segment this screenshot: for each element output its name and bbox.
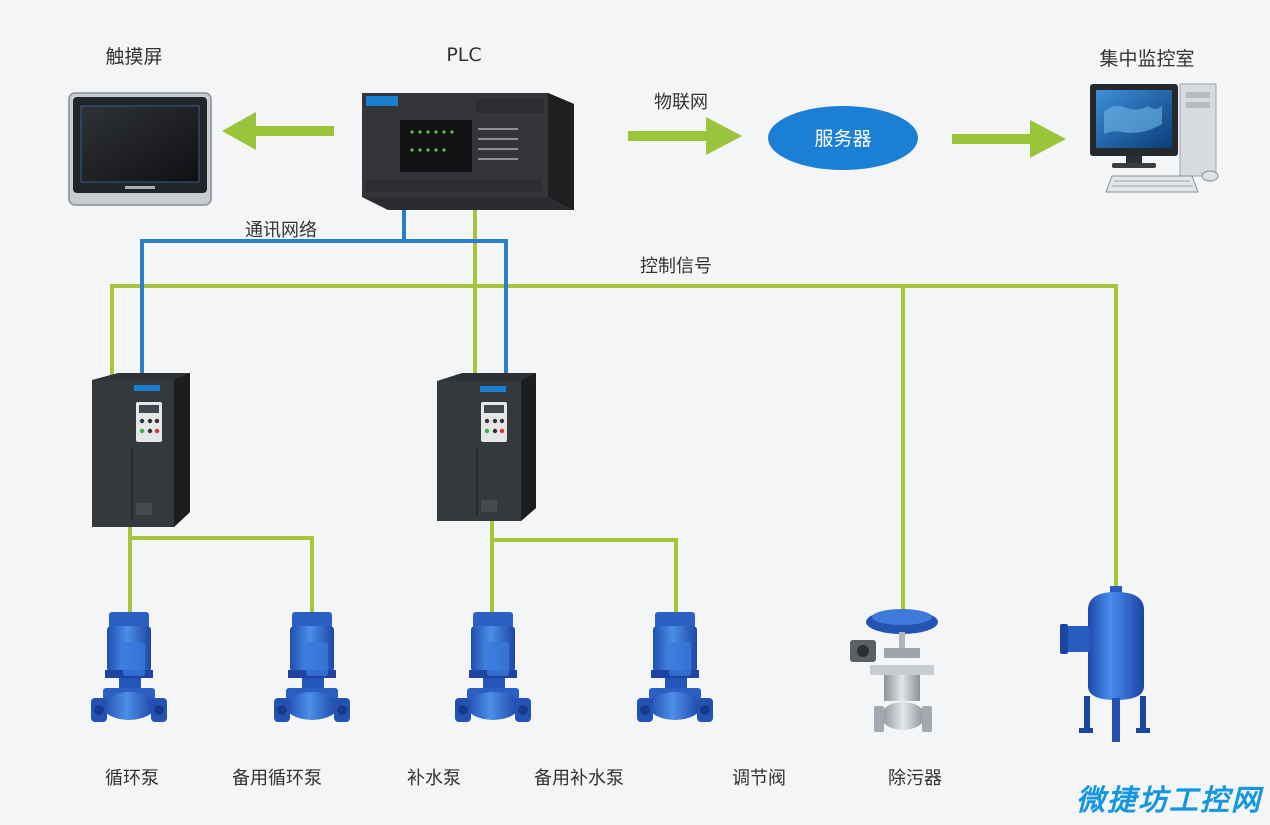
computer-workstation: [1090, 83, 1219, 193]
makeup-pump-label: 补水泵: [407, 768, 461, 789]
touchscreen-device: [68, 92, 212, 206]
regulating-valve-label: 调节阀: [732, 768, 786, 789]
backup-makeup-pump: [637, 612, 713, 722]
plc-device: [362, 93, 574, 210]
circulation-pump: [91, 612, 167, 722]
arrow-plc-to-server: [628, 117, 742, 155]
frequency-drive-2: [437, 373, 536, 521]
deaerator-label: 除污器: [888, 768, 942, 789]
control-signal-lines: [110, 202, 1118, 612]
comm-network-label: 通讯网络: [245, 220, 317, 241]
server-node: [768, 106, 918, 170]
circ-pump-label: 循环泵: [105, 768, 159, 789]
comm-network-lines: [140, 202, 508, 377]
backup-makeup-pump-label: 备用补水泵: [534, 768, 624, 789]
frequency-drive-1: [92, 373, 190, 527]
arrow-server-to-control-room: [952, 120, 1066, 158]
plc-label: PLC: [446, 44, 482, 66]
watermark: 微捷坊工控网: [1075, 783, 1262, 817]
regulating-valve: [850, 609, 938, 732]
touchscreen-label: 触摸屏: [105, 46, 163, 68]
server-label: 服务器: [814, 128, 872, 150]
arrow-plc-to-touchscreen: [222, 112, 334, 150]
iot-label: 物联网: [654, 92, 708, 113]
deaerator-tank: [1060, 586, 1150, 742]
control-signal-label: 控制信号: [640, 256, 712, 277]
backup-circ-pump-label: 备用循环泵: [232, 768, 322, 789]
backup-circulation-pump: [274, 612, 350, 722]
control-room-label: 集中监控室: [1099, 48, 1195, 70]
makeup-pump: [455, 612, 531, 722]
